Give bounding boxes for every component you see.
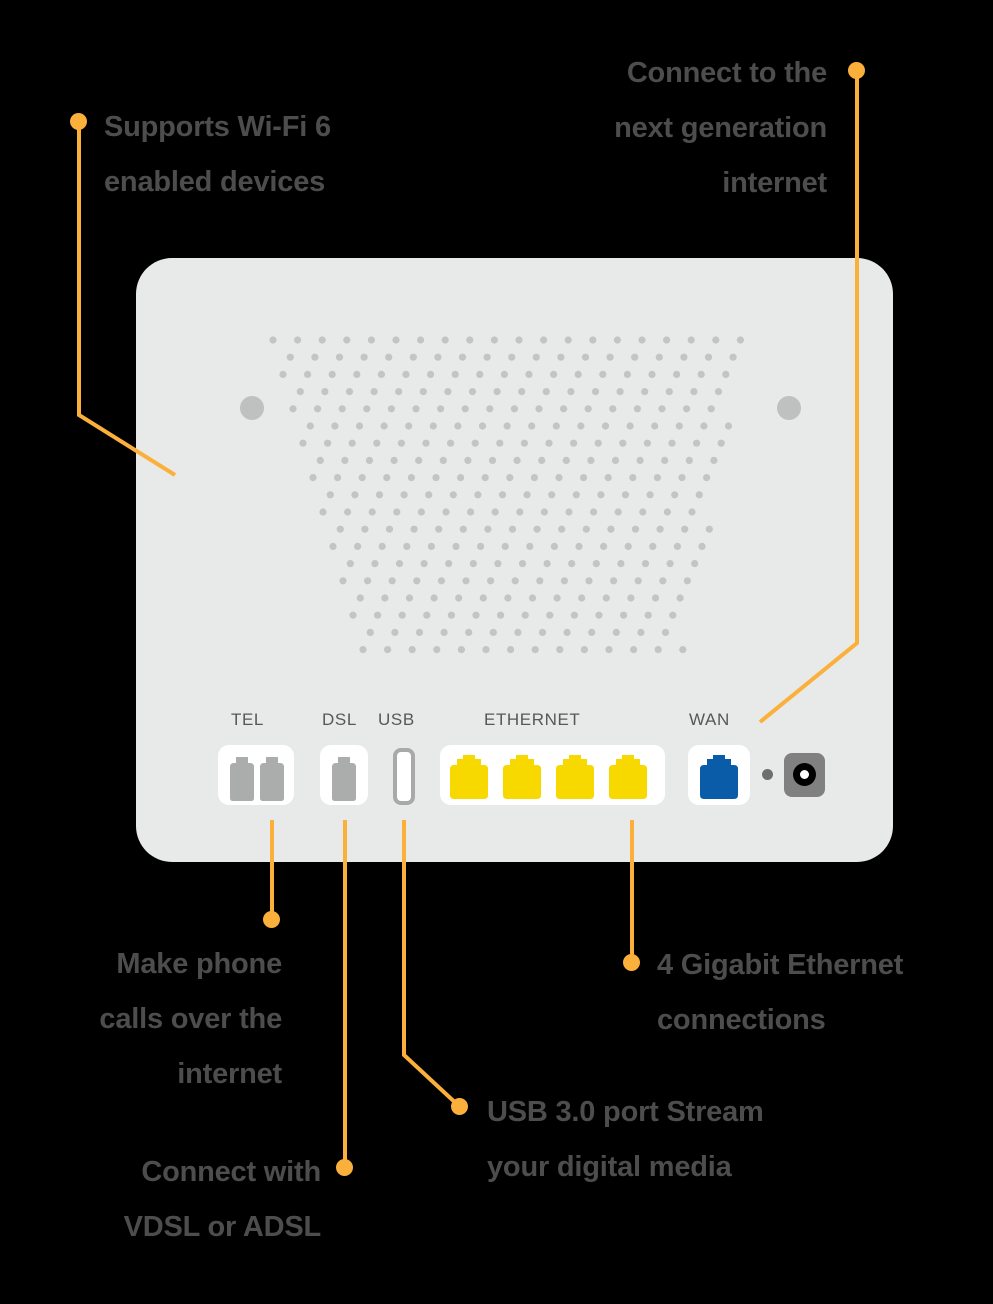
port-label-dsl: DSL [322, 710, 357, 729]
leader-dot-ethernet [623, 954, 640, 971]
power-jack[interactable] [784, 753, 825, 797]
leader-dot-usb [451, 1098, 468, 1115]
leader-dot-tel [263, 911, 280, 928]
usb-port[interactable] [393, 748, 415, 805]
callout-gigabit-ethernet: 4 Gigabit Ethernet connections [657, 949, 904, 1036]
callout-next-gen-internet: Connect to the next generation internet [614, 57, 827, 199]
callout-vdsl-adsl: Connect with VDSL or ADSL [123, 1156, 322, 1243]
wan-jack [700, 755, 738, 799]
callout-phone-calls: Make phone calls over the internet [99, 948, 282, 1090]
chassis-screw-right [777, 396, 801, 420]
leader-usb [402, 820, 462, 1109]
leader-dot-wifi6 [70, 113, 87, 130]
port-label-usb: USB [378, 710, 415, 729]
leader-dot-dsl [336, 1159, 353, 1176]
port-label-tel: TEL [231, 710, 264, 729]
wan-port-housing[interactable] [688, 745, 750, 805]
leader-dot-next-gen [848, 62, 865, 79]
power-jack-pin [800, 770, 809, 779]
port-label-wan: WAN [689, 710, 730, 729]
callout-wifi6: Supports Wi-Fi 6 enabled devices [104, 111, 331, 198]
reset-button[interactable] [762, 769, 773, 780]
ethernet-jacks [450, 755, 647, 799]
dsl-jack [332, 757, 356, 801]
tel-port-housing[interactable] [218, 745, 294, 805]
tel-jacks [230, 757, 284, 801]
port-label-ethernet: ETHERNET [484, 710, 581, 729]
ethernet-port-housing[interactable] [440, 745, 665, 805]
vent-dot-grid [269, 336, 745, 654]
chassis-screw-left [240, 396, 264, 420]
dsl-port-housing[interactable] [320, 745, 368, 805]
callout-usb3: USB 3.0 port Stream your digital media [487, 1096, 764, 1183]
